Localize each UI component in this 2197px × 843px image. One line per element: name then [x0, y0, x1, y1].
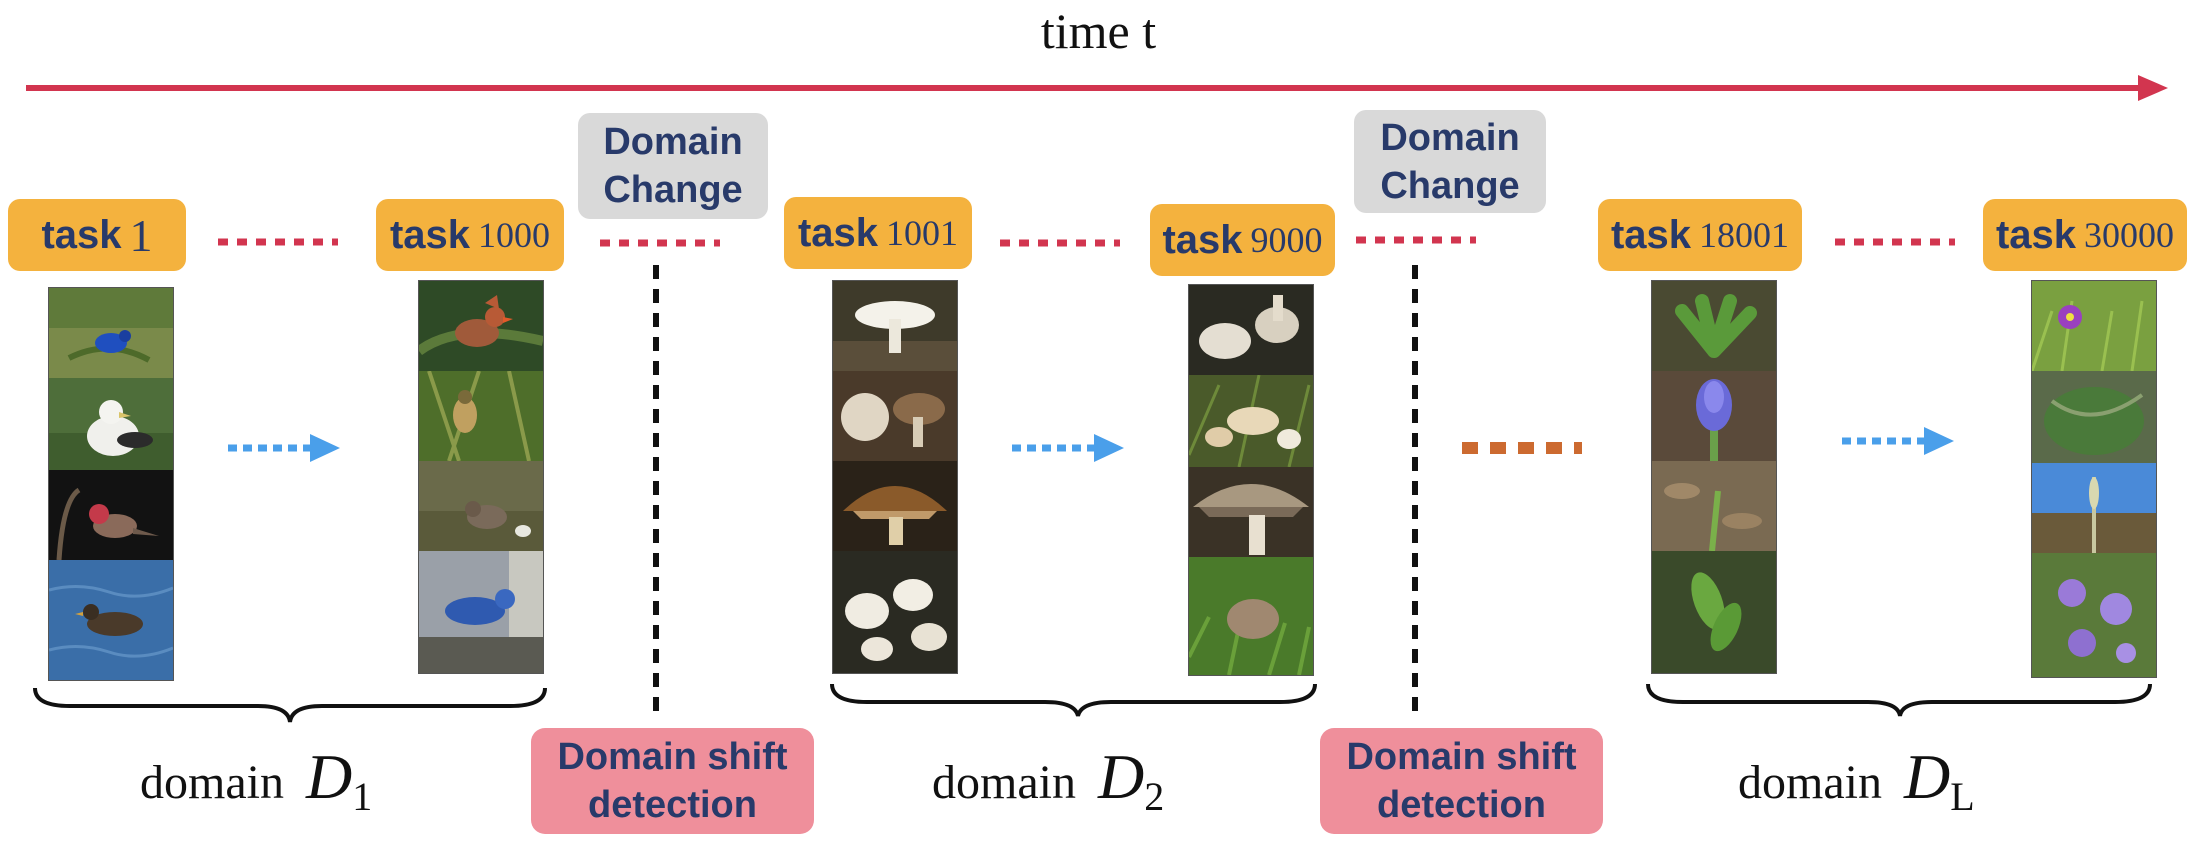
- task-word: task: [389, 212, 471, 257]
- time-arrowhead: [2138, 75, 2168, 101]
- task-number: 9000: [1250, 220, 1323, 260]
- bird-photo: [419, 551, 543, 673]
- brace-domain-2: [830, 683, 1317, 717]
- task-number: 1: [129, 209, 153, 261]
- image-strip-task-18001: [1651, 280, 1777, 674]
- plant-photo: [2032, 553, 2156, 677]
- domain-subscript: L: [1950, 774, 1975, 819]
- task-word: task: [1610, 212, 1692, 257]
- task-number: 1001: [886, 213, 959, 253]
- mushroom-photo: [1189, 557, 1313, 675]
- bird-photo: [419, 281, 543, 371]
- plant-photo: [2032, 371, 2156, 463]
- bird-photo: [49, 470, 173, 560]
- task-word: task: [797, 210, 879, 255]
- domain-change-line1: Domain: [603, 121, 743, 163]
- task-number: 1000: [478, 215, 551, 255]
- bird-photo: [49, 560, 173, 680]
- time-label: time t: [1040, 3, 1157, 59]
- mushroom-photo: [1189, 285, 1313, 375]
- domain-symbol: D: [1097, 741, 1145, 812]
- mushroom-photo: [1189, 375, 1313, 467]
- plant-photo: [1652, 371, 1776, 461]
- domain-symbol: D: [1903, 741, 1951, 812]
- image-strip-task-1000: [418, 280, 544, 674]
- domain-symbol: D: [305, 741, 353, 812]
- domain-word: domain: [1738, 756, 1882, 809]
- domain-word: domain: [932, 756, 1076, 809]
- mushroom-photo: [833, 371, 957, 461]
- progress-arrowhead-3: [1924, 427, 1954, 455]
- brace-domain-3: [1646, 683, 2152, 717]
- task-word: task: [1162, 217, 1243, 262]
- plant-photo: [2032, 281, 2156, 371]
- mushroom-photo: [833, 551, 957, 673]
- plant-photo: [1652, 281, 1776, 371]
- progress-arrowhead-1: [310, 434, 340, 462]
- mushroom-photo: [1189, 467, 1313, 557]
- shift-detection-box-1: Domain shift detection: [531, 728, 814, 834]
- domain-label-L: domain DL: [1738, 740, 1975, 820]
- plant-photo: [1652, 551, 1776, 673]
- image-strip-task-1: [48, 287, 174, 681]
- domain-change-line1: Domain: [1380, 116, 1520, 159]
- task-word: task: [1995, 212, 2077, 257]
- domain-change-line2: Change: [1380, 164, 1520, 207]
- task-number: 30000: [2084, 215, 2175, 255]
- bird-photo: [419, 461, 543, 551]
- plant-photo: [2032, 463, 2156, 553]
- image-strip-task-1001: [832, 280, 958, 674]
- domain-label-1: domain D1: [140, 740, 372, 820]
- task-number: 18001: [1699, 215, 1790, 255]
- bird-photo: [49, 378, 173, 470]
- domain-label-2: domain D2: [932, 740, 1164, 820]
- bird-photo: [49, 288, 173, 378]
- shift-detection-box-2: Domain shift detection: [1320, 728, 1603, 834]
- bird-photo: [419, 371, 543, 461]
- shift-detection-line2: detection: [1377, 784, 1546, 826]
- domain-change-box-2: Domain Change: [1354, 110, 1546, 213]
- domain-subscript: 1: [352, 774, 373, 819]
- domain-subscript: 2: [1144, 774, 1165, 819]
- brace-domain-1: [33, 687, 547, 723]
- shift-detection-line1: Domain shift: [1346, 736, 1577, 778]
- image-strip-task-30000: [2031, 280, 2157, 678]
- task-word: task: [41, 212, 122, 257]
- shift-detection-line2: detection: [588, 784, 757, 826]
- domain-change-line2: Change: [603, 169, 743, 211]
- domain-change-box-1: Domain Change: [578, 113, 768, 219]
- shift-detection-line1: Domain shift: [557, 736, 788, 778]
- progress-arrowhead-2: [1094, 434, 1124, 462]
- mushroom-photo: [833, 461, 957, 551]
- image-strip-task-9000: [1188, 284, 1314, 676]
- mushroom-photo: [833, 281, 957, 371]
- plant-photo: [1652, 461, 1776, 551]
- domain-word: domain: [140, 756, 284, 809]
